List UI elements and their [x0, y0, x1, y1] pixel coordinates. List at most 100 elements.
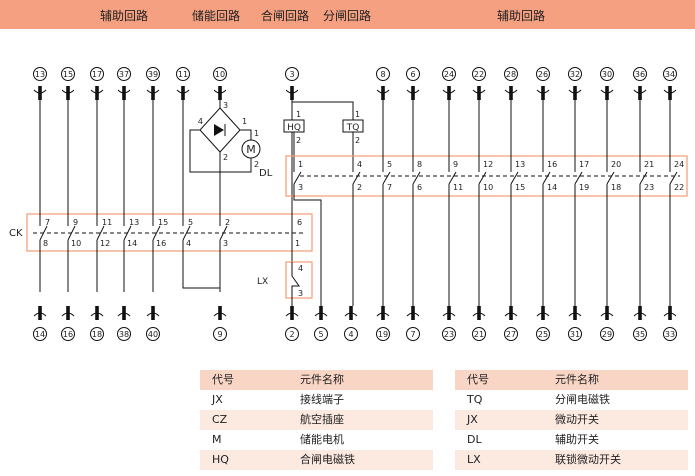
terminal-circle: [33, 67, 47, 81]
legend-right-row: DL 辅助开关: [455, 430, 688, 450]
terminal-number: 32: [570, 70, 580, 79]
legend-code: HQ: [212, 453, 229, 466]
terminal-number: 31: [570, 330, 580, 339]
wire: [293, 184, 322, 306]
terminal-number: 10: [215, 70, 225, 79]
terminal-circle: [117, 67, 131, 81]
dl-pin-number: 22: [674, 183, 684, 192]
terminal-number: 15: [63, 70, 73, 79]
ck-pin-number: 8: [43, 239, 48, 248]
connector-socket: [536, 89, 550, 94]
legend-name: 合闸电磁铁: [300, 453, 355, 466]
terminal-number: 11: [178, 70, 188, 79]
terminal-circle: [376, 327, 390, 341]
ck-pin-number: 1: [295, 239, 300, 248]
header-label-closing: 合闸回路: [261, 9, 310, 23]
connector-socket: [285, 89, 299, 94]
terminal-number: 26: [538, 70, 548, 79]
hq-pin-number: 1: [296, 110, 301, 119]
switch-contact: [219, 225, 228, 241]
connector-socket: [536, 312, 550, 317]
legend-right-row: JX 微动开关: [455, 410, 688, 430]
tq-pin-number: 2: [355, 136, 360, 145]
connector-socket: [600, 89, 614, 94]
terminal-number: 21: [474, 330, 484, 339]
terminal-circle: [536, 327, 550, 341]
connector-socket: [406, 312, 420, 317]
ck-pin-number: 10: [71, 239, 81, 248]
switch-contact: [510, 171, 519, 185]
switch-contact: [606, 171, 615, 185]
switch-contact: [639, 171, 648, 185]
hq-label: HQ: [287, 123, 301, 133]
terminal-circle: [442, 327, 456, 341]
dl-pin-number: 9: [453, 160, 458, 169]
terminal-circle: [61, 327, 75, 341]
wire: [182, 240, 220, 289]
wire: [189, 129, 252, 173]
terminal-circle: [90, 327, 104, 341]
legend-name: 辅助开关: [555, 433, 599, 446]
dl-pin-number: 17: [579, 160, 589, 169]
legend-code: JX: [467, 413, 478, 426]
terminal-circle: [633, 67, 647, 81]
lx-pin-number: 3: [298, 289, 303, 298]
terminal-number: 30: [602, 70, 612, 79]
ck-pin-number: 14: [127, 239, 137, 248]
connector-socket: [504, 312, 518, 317]
switch-contact: [123, 225, 132, 241]
connector-socket: [33, 89, 47, 94]
terminal-number: 25: [538, 330, 548, 339]
ck-pin-number: 16: [156, 239, 166, 248]
legend-left-header-name: 元件名称: [300, 373, 344, 386]
terminal-number: 29: [602, 330, 612, 339]
terminal-circle: [504, 327, 518, 341]
connector-socket: [663, 89, 677, 94]
dl-pin-number: 7: [387, 183, 392, 192]
terminal-circle: [472, 67, 486, 81]
legend-left-row: JX 接线端子: [200, 390, 433, 410]
terminal-circle: [504, 67, 518, 81]
dl-pin-number: 19: [579, 183, 589, 192]
terminal-number: 18: [92, 330, 102, 339]
terminal-number: 5: [318, 330, 323, 339]
connector-socket: [213, 89, 227, 94]
connector-socket: [61, 312, 75, 317]
lx-pin-number: 4: [298, 264, 303, 273]
connector-socket: [176, 89, 190, 94]
legend-code: M: [212, 433, 222, 446]
switch-contact: [293, 171, 302, 185]
ck-pin-number: 13: [129, 218, 139, 227]
terminal-circle: [406, 67, 420, 81]
hq-pin-number: 2: [296, 136, 301, 145]
terminal-circle: [117, 327, 131, 341]
connector-socket: [568, 89, 582, 94]
terminal-number: 40: [148, 330, 158, 339]
legend-name: 分闸电磁铁: [555, 393, 610, 406]
dl-pin-number: 14: [547, 183, 557, 192]
terminal-circle: [285, 67, 299, 81]
legend-name: 航空插座: [300, 413, 344, 426]
legend-table-right: 代号 元件名称 TQ 分闸电磁铁 JX 微动开关 DL 辅助开关 LX 联锁微动…: [455, 370, 688, 470]
terminal-circle: [213, 67, 227, 81]
switch-contact: [382, 171, 391, 185]
terminal-number: 14: [35, 330, 45, 339]
terminal-circle: [600, 67, 614, 81]
legend-code: JX: [212, 393, 223, 406]
switch-contact: [669, 171, 678, 185]
legend-right-header-name: 元件名称: [555, 373, 599, 386]
terminal-circle: [442, 67, 456, 81]
terminal-number: 6: [410, 70, 415, 79]
connector-socket: [213, 312, 227, 317]
terminal-number: 36: [635, 70, 645, 79]
dl-pin-number: 5: [387, 160, 392, 169]
connector-socket: [600, 312, 614, 317]
terminal-circle: [146, 67, 160, 81]
switch-contact: [67, 225, 76, 241]
terminal-number: 37: [119, 70, 129, 79]
switch-contact: [542, 171, 551, 185]
legend-code: DL: [467, 433, 482, 446]
switch-contact: [39, 225, 48, 241]
terminal-circle: [146, 327, 160, 341]
